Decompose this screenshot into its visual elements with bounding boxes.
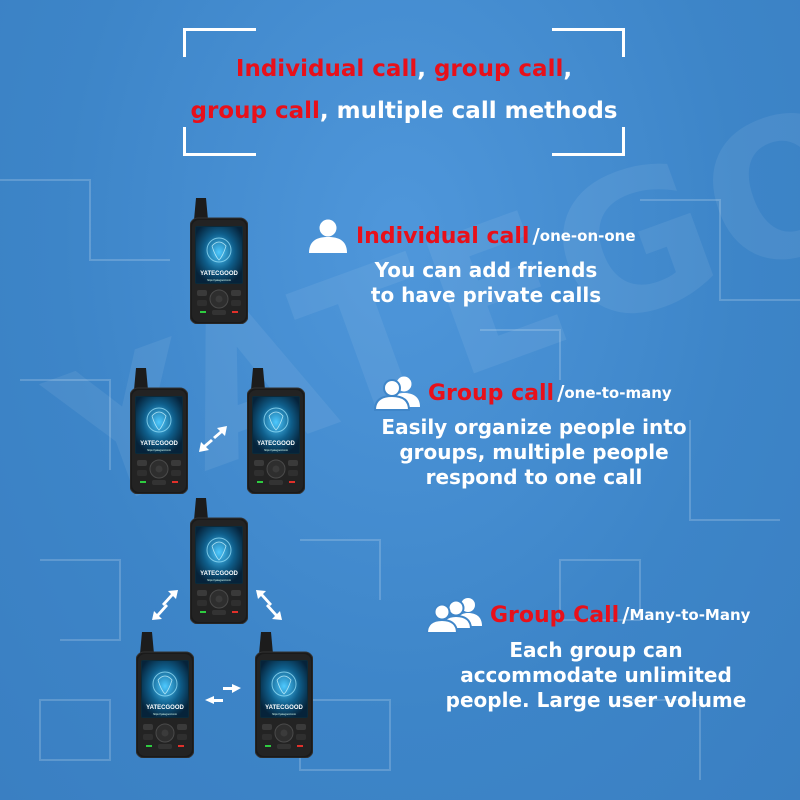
walkie-talkie-phone: YATECGOOD https://yategood.com — [135, 632, 195, 759]
feature-subtitle: one-to-many — [564, 384, 672, 402]
device-brand-label: YATECGOOD — [146, 705, 184, 711]
headline-line-1: Individual call, group call, — [183, 56, 625, 82]
device-site-label: https://yategood.com — [207, 578, 231, 582]
headline-individual-call: Individual call — [235, 56, 418, 82]
double-arrow-icon — [152, 590, 178, 620]
walkie-talkie-phone: YATECGOOD https://yategood.com — [254, 632, 314, 759]
description-line: people. Large user volume — [445, 688, 747, 712]
device-phone-single: YATECGOOD https://yategood.com — [189, 196, 249, 328]
frame-corner — [552, 28, 625, 57]
feature-subtitle: Many-to-Many — [629, 606, 751, 624]
device-phone-many-left: YATECGOOD https://yategood.com — [135, 630, 195, 762]
frame-corner — [183, 28, 256, 57]
description-line: respond to one call — [425, 465, 643, 489]
device-brand-label: YATECGOOD — [200, 271, 238, 277]
feature-slash: / — [532, 224, 540, 248]
feature-title-text: Individual call — [356, 223, 530, 249]
walkie-talkie-phone: YATECGOOD https://yategood.com — [189, 198, 249, 325]
device-phone-group-left: YATECGOOD https://yategood.com — [129, 366, 189, 498]
feature-description: You can add friends to have private call… — [306, 258, 666, 308]
feature-many-to-many-call: Group Call / Many-to-Many Each group can… — [426, 596, 766, 713]
headline-separator: , — [563, 56, 573, 82]
device-brand-label: YATECGOOD — [200, 571, 238, 577]
device-brand-label: YATECGOOD — [265, 705, 303, 711]
feature-title: Individual call / one-on-one — [306, 218, 676, 254]
description-line: Each group can — [509, 638, 683, 662]
description-line: groups, multiple people — [399, 440, 669, 464]
walkie-talkie-phone: YATECGOOD https://yategood.com — [129, 368, 189, 495]
feature-title-text: Group call — [428, 380, 555, 406]
device-phone-group-right: YATECGOOD https://yategood.com — [246, 366, 306, 498]
description-line: accommodate unlimited — [460, 663, 732, 687]
feature-group-call: Group call / one-to-many Easily organize… — [374, 375, 704, 490]
device-site-label: https://yategood.com — [272, 712, 296, 716]
double-arrow-icon — [199, 426, 227, 452]
device-brand-label: YATECGOOD — [257, 441, 295, 447]
device-phone-many-top: YATECGOOD https://yategood.com — [189, 496, 249, 628]
feature-title: Group call / one-to-many — [374, 375, 704, 411]
feature-title: Group Call / Many-to-Many — [426, 596, 766, 634]
feature-slash: / — [622, 603, 630, 627]
walkie-talkie-phone: YATECGOOD https://yategood.com — [246, 368, 306, 495]
feature-description: Easily organize people into groups, mult… — [374, 415, 694, 490]
device-phone-many-right: YATECGOOD https://yategood.com — [254, 630, 314, 762]
two-users-icon — [374, 376, 420, 411]
description-line: Easily organize people into — [381, 415, 687, 439]
headline-separator: , — [417, 56, 434, 82]
feature-slash: / — [557, 381, 565, 405]
device-brand-label: YATECGOOD — [140, 441, 178, 447]
three-users-icon — [426, 598, 482, 634]
single-user-icon — [309, 219, 347, 253]
device-site-label: https://yategood.com — [207, 278, 231, 282]
feature-subtitle: one-on-one — [539, 227, 636, 245]
feature-title-text: Group Call — [490, 602, 620, 628]
frame-corner — [552, 127, 625, 156]
double-arrow-icon — [205, 684, 241, 704]
feature-individual-call: Individual call / one-on-one You can add… — [306, 218, 676, 308]
feature-description: Each group can accommodate unlimited peo… — [426, 638, 766, 713]
walkie-talkie-phone: YATECGOOD https://yategood.com — [189, 498, 249, 625]
description-line: You can add friends — [374, 258, 598, 282]
headline-line-2: group call, multiple call methods — [183, 98, 625, 124]
description-line: to have private calls — [370, 283, 602, 307]
headline-rest: , multiple call methods — [319, 98, 618, 124]
double-arrow-icon — [256, 590, 282, 620]
device-site-label: https://yategood.com — [147, 448, 171, 452]
headline-group-call: group call — [433, 56, 564, 82]
headline-group-call-2: group call — [190, 98, 320, 124]
device-site-label: https://yategood.com — [264, 448, 288, 452]
frame-corner — [183, 127, 256, 156]
headline-frame: Individual call, group call, group call,… — [183, 28, 625, 156]
device-site-label: https://yategood.com — [153, 712, 177, 716]
